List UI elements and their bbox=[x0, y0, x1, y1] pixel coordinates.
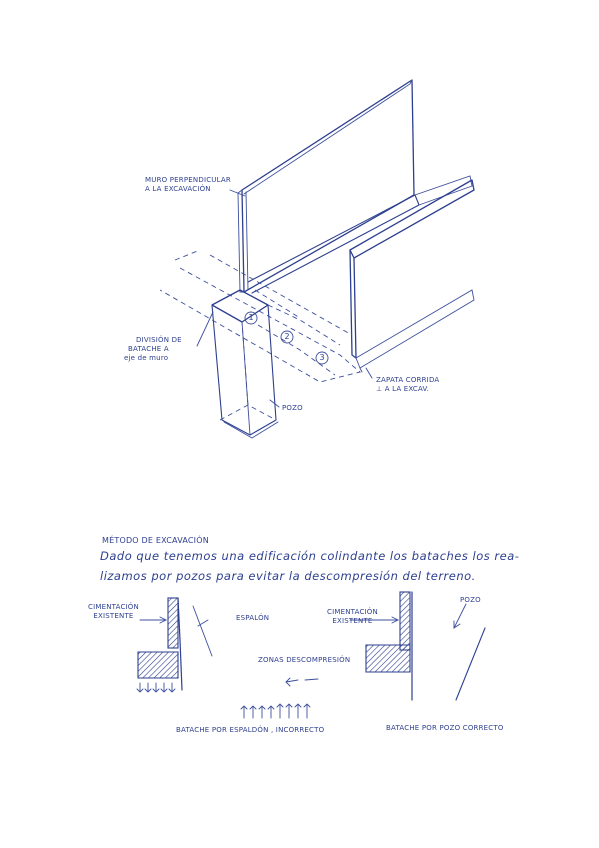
caption-pozo-correct: BATACHE POR POZO CORRECTO bbox=[386, 724, 504, 732]
caption-espalon-incorrect: BATACHE POR ESPALDÓN , INCORRECTO bbox=[176, 726, 325, 734]
label-division: DIVISIÓN DE BATACHE A eje de muro bbox=[124, 336, 182, 363]
espalon-sketch bbox=[136, 597, 319, 719]
label-strip-footing-line1: ZAPATA CORRIDA bbox=[376, 376, 440, 384]
number-2: 2 bbox=[284, 332, 290, 341]
label-perpendicular-wall-line2: A LA EXCAVACIÓN bbox=[145, 185, 211, 193]
label-strip-footing: ZAPATA CORRIDA ⊥ A LA EXCAV. bbox=[376, 376, 439, 394]
label-cimentacion-left-line2: EXISTENTE bbox=[93, 612, 134, 620]
label-cimentacion-left: CIMENTACIÓN EXISTENTE bbox=[88, 603, 139, 621]
notes-line-1: Dado que tenemos una edificación colinda… bbox=[100, 549, 520, 563]
downward-arrows bbox=[136, 682, 176, 693]
label-descompresion: ZONAS DESCOMPRESIÓN bbox=[258, 656, 351, 664]
label-division-line3: eje de muro bbox=[124, 354, 169, 362]
isometric-wall-sketch bbox=[159, 79, 475, 439]
circle-2 bbox=[280, 330, 294, 344]
pozo-sketch bbox=[349, 591, 486, 701]
notes-line-2: lizamos por pozos para evitar la descomp… bbox=[100, 569, 476, 583]
label-cimentacion-right-line1: CIMENTACIÓN bbox=[327, 608, 378, 616]
pit-top bbox=[211, 289, 269, 323]
circle-3 bbox=[315, 351, 329, 365]
label-perpendicular-wall: MURO PERPENDICULAR A LA EXCAVACIÓN bbox=[145, 176, 231, 194]
label-division-line2: BATACHE A bbox=[128, 345, 169, 353]
strip-footing bbox=[355, 289, 475, 369]
excavation-wall-top bbox=[349, 179, 475, 259]
notes-heading: MÉTODO DE EXCAVACIÓN bbox=[102, 536, 209, 545]
label-perpendicular-wall-line1: MURO PERPENDICULAR bbox=[145, 176, 231, 184]
label-strip-footing-line2: ⊥ A LA EXCAV. bbox=[376, 385, 430, 393]
label-cimentacion-right: CIMENTACIÓN EXISTENTE bbox=[327, 608, 378, 626]
circle-1 bbox=[244, 311, 258, 325]
perpendicular-wall-panel bbox=[241, 79, 415, 293]
label-espalon: ESPALÓN bbox=[236, 614, 270, 622]
label-division-line1: DIVISIÓN DE bbox=[136, 336, 182, 344]
number-1: 1 bbox=[248, 313, 254, 322]
number-3: 3 bbox=[319, 353, 325, 362]
upward-arrows bbox=[240, 703, 311, 719]
label-pozo-top: POZO bbox=[282, 404, 303, 412]
label-pozo-bottom: POZO bbox=[460, 596, 481, 604]
label-cimentacion-right-line2: EXISTENTE bbox=[332, 617, 373, 625]
label-cimentacion-left-line1: CIMENTACIÓN bbox=[88, 603, 139, 611]
